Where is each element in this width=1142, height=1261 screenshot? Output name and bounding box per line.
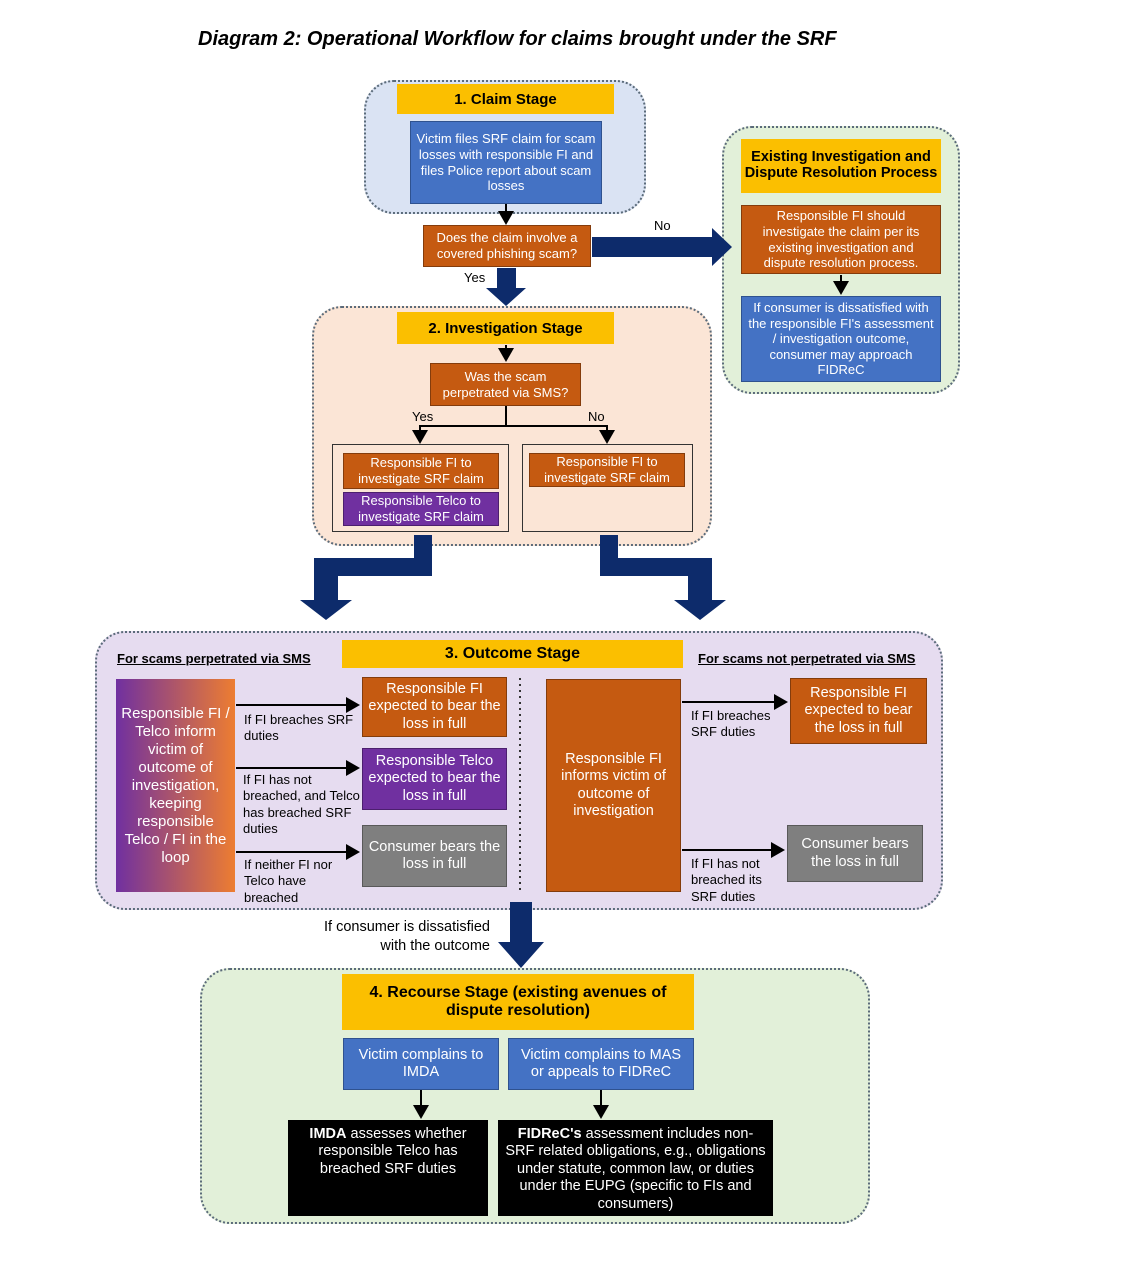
investigation-stage-header: 2. Investigation Stage bbox=[397, 312, 614, 344]
big-arrow-nonsms-outcome bbox=[600, 535, 726, 620]
no-label-2: No bbox=[588, 409, 605, 424]
no-label-1: No bbox=[654, 218, 671, 233]
fidrec-bold: FIDReC's bbox=[517, 1126, 582, 1142]
fidrec-assess-text: assessment includes non-SRF related obli… bbox=[505, 1126, 766, 1212]
r-fi-breach-condition: If FI breaches SRF duties bbox=[691, 708, 771, 740]
yes-label-2: Yes bbox=[412, 409, 434, 424]
non-sms-scams-label: For scams not perpetrated via SMS bbox=[698, 651, 916, 666]
fi-existing-investigation-box: Responsible FI should investigate the cl… bbox=[741, 205, 941, 274]
telco-investigate-box: Responsible Telco to investigate SRF cla… bbox=[343, 492, 499, 526]
existing-process-header: Existing Investigation and Dispute Resol… bbox=[741, 139, 941, 193]
fi-inform-box: Responsible FI informs victim of outcome… bbox=[546, 679, 681, 892]
outcome-stage-header: 3. Outcome Stage bbox=[342, 640, 683, 668]
fi-breach-condition: If FI breaches SRF duties bbox=[244, 712, 354, 744]
diagram-title: Diagram 2: Operational Workflow for clai… bbox=[198, 28, 837, 50]
dissatisfied-outcome-label: If consumer is dissatisfied with the out… bbox=[323, 919, 490, 954]
imda-bold: IMDA bbox=[309, 1126, 347, 1142]
fi-investigate-sms-box: Responsible FI to investigate SRF claim bbox=[343, 453, 499, 489]
sms-question: Was the scam perpetrated via SMS? bbox=[430, 363, 581, 406]
fi-investigate-nonsms-box: Responsible FI to investigate SRF claim bbox=[529, 453, 685, 487]
branch-nonsms bbox=[506, 425, 615, 444]
r-consumer-bear-loss-box: Consumer bears the loss in full bbox=[787, 825, 923, 882]
branch-sms bbox=[412, 406, 507, 444]
sms-scams-label: For scams perpetrated via SMS bbox=[117, 651, 311, 666]
telco-breach-condition: If FI has not breached, and Telco has br… bbox=[243, 772, 360, 836]
claim-stage-header: 1. Claim Stage bbox=[397, 84, 614, 114]
big-arrow-sms-outcome bbox=[300, 535, 432, 620]
imda-assess-text: assesses whether responsible Telco has b… bbox=[318, 1126, 467, 1177]
yes-label-1: Yes bbox=[464, 270, 486, 285]
sms-yes-group bbox=[332, 444, 509, 532]
fidrec-assessment-box: FIDReC's assessment includes non-SRF rel… bbox=[498, 1120, 773, 1216]
big-arrow-to-recourse bbox=[498, 902, 544, 968]
imda-assessment-box: IMDA assesses whether responsible Telco … bbox=[288, 1120, 488, 1216]
imda-complain-box: Victim complains to IMDA bbox=[343, 1038, 499, 1090]
fi-telco-inform-box: Responsible FI / Telco inform victim of … bbox=[116, 679, 235, 892]
file-claim-box: Victim files SRF claim for scam losses w… bbox=[410, 121, 602, 204]
telco-bear-loss-box: Responsible Telco expected to bear the l… bbox=[362, 748, 507, 810]
sms-no-group bbox=[522, 444, 693, 532]
recourse-stage-header: 4. Recourse Stage (existing avenues of d… bbox=[342, 974, 694, 1030]
covered-phishing-question: Does the claim involve a covered phishin… bbox=[423, 225, 591, 267]
fi-bear-loss-box: Responsible FI expected to bear the loss… bbox=[362, 677, 507, 737]
big-arrow-no bbox=[592, 228, 732, 266]
neither-breach-condition: If neither FI nor Telco have breached bbox=[244, 857, 333, 905]
big-arrow-yes bbox=[486, 268, 526, 306]
consumer-bear-loss-box: Consumer bears the loss in full bbox=[362, 825, 507, 887]
mas-complain-box: Victim complains to MAS or appeals to FI… bbox=[508, 1038, 694, 1090]
r-fi-bear-loss-box: Responsible FI expected to bear the loss… bbox=[790, 678, 927, 744]
approach-fidrec-box: If consumer is dissatisfied with the res… bbox=[741, 296, 941, 382]
r-no-breach-condition: If FI has not breached its SRF duties bbox=[691, 856, 762, 904]
